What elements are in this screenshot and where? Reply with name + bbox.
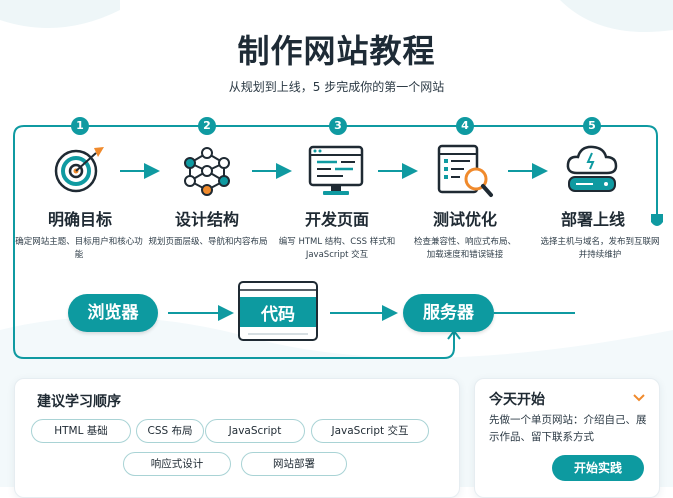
browser-node: 浏览器 bbox=[68, 294, 158, 332]
step-5-label: 部署上线 bbox=[560, 210, 625, 229]
learning-order-title: 建议学习顺序 bbox=[37, 394, 121, 410]
step-4-number: 4 bbox=[456, 117, 474, 135]
learning-item-responsive: 响应式设计 bbox=[123, 452, 231, 476]
learning-item-css: CSS 布局 bbox=[136, 419, 204, 443]
code-node-label: 代码 bbox=[261, 305, 295, 325]
page-title: 制作网站教程 bbox=[237, 32, 436, 70]
server-node: 服务器 bbox=[403, 294, 494, 332]
outer-flow-loop bbox=[13, 125, 658, 359]
side-marker-icon bbox=[651, 214, 663, 226]
today-title: 今天开始 bbox=[489, 392, 545, 408]
learning-order-card: 建议学习顺序 HTML 基础 CSS 布局 JavaScript JavaScr… bbox=[14, 378, 460, 498]
step-1-label: 明确目标 bbox=[47, 210, 112, 229]
today-text: 先做一个单页网站：介绍自己、展示作品、留下联系方式 bbox=[489, 414, 647, 443]
structure-network-icon bbox=[184, 147, 230, 196]
cloud-server-icon bbox=[566, 145, 618, 192]
start-practice-button[interactable]: 开始实践 bbox=[552, 455, 644, 481]
learning-item-javascript-interaction: JavaScript 交互 bbox=[311, 419, 429, 443]
learning-item-html: HTML 基础 bbox=[31, 419, 131, 443]
step-5-number: 5 bbox=[583, 117, 601, 135]
code-node: 代码 bbox=[238, 281, 318, 343]
code-monitor-icon bbox=[308, 145, 364, 195]
target-icon bbox=[54, 147, 104, 193]
step-3-number: 3 bbox=[329, 117, 347, 135]
step-2-number: 2 bbox=[198, 117, 216, 135]
today-start-card: 今天开始 先做一个单页网站：介绍自己、展示作品、留下联系方式 开始实践 bbox=[474, 378, 660, 498]
chevron-down-icon[interactable] bbox=[633, 393, 645, 403]
learning-item-deploy: 网站部署 bbox=[241, 452, 347, 476]
step-3-label: 开发页面 bbox=[304, 210, 369, 229]
page-subtitle: 从规划到上线，5 步完成你的第一个网站 bbox=[228, 80, 445, 94]
code-window-frame bbox=[238, 281, 318, 341]
step-3-desc: 编写 HTML 结构、CSS 样式和 JavaScript 交互 bbox=[278, 237, 396, 260]
process-flow-connectors bbox=[13, 125, 663, 359]
step-5-desc: 选择主机与域名，发布到互联网并持续维护 bbox=[540, 237, 660, 260]
step-2-label: 设计结构 bbox=[174, 210, 239, 229]
test-magnifier-icon bbox=[437, 144, 493, 197]
step-4-label: 测试优化 bbox=[432, 210, 497, 229]
step-2-desc: 规划页面层级、导航和内容布局 bbox=[148, 237, 268, 247]
step-4-desc: 检查兼容性、响应式布局、加载速度和错误链接 bbox=[413, 237, 516, 260]
step-1-number: 1 bbox=[71, 117, 89, 135]
step-1-desc: 确定网站主题、目标用户和核心功能 bbox=[15, 237, 143, 260]
learning-item-javascript: JavaScript bbox=[205, 419, 305, 443]
